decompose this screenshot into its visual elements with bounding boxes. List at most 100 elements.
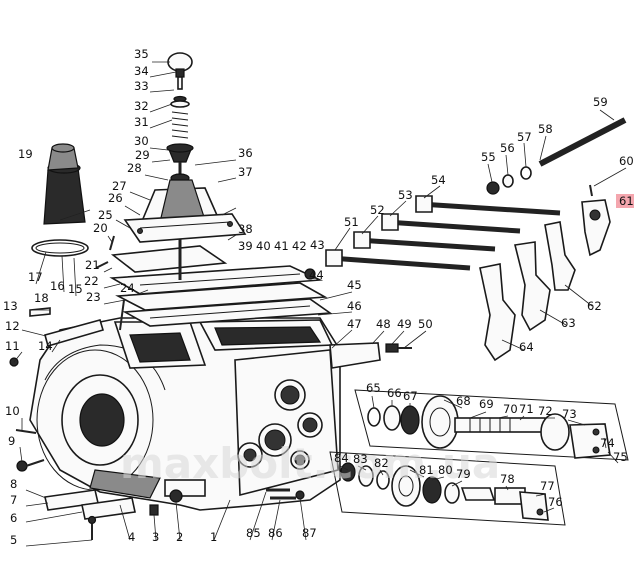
part-label-50: 50 <box>418 317 433 331</box>
highlight-box <box>616 194 634 208</box>
part-label-77: 77 <box>540 479 555 493</box>
part-label-87: 87 <box>302 526 317 540</box>
part-label-81: 81 <box>419 463 434 477</box>
part-label-60: 60 <box>619 154 634 168</box>
part-label-31: 31 <box>134 115 149 129</box>
part-label-14: 14 <box>38 339 53 353</box>
part-label-39: 39 <box>238 239 253 253</box>
part-label-84: 84 <box>334 451 349 465</box>
part-label-82: 82 <box>374 456 389 470</box>
watermark-text: maxbolt.com.ua <box>120 439 500 488</box>
part-label-3: 3 <box>152 530 159 544</box>
part-label-8: 8 <box>10 477 17 491</box>
top-cover-plates <box>109 245 333 327</box>
part-label-21: 21 <box>85 258 100 272</box>
part-label-45: 45 <box>347 278 362 292</box>
part-label-70: 70 <box>503 402 518 416</box>
part-label-27: 27 <box>112 179 127 193</box>
part-label-28: 28 <box>127 161 142 175</box>
part-label-78: 78 <box>500 472 515 486</box>
part-label-22: 22 <box>84 274 99 288</box>
part-label-73: 73 <box>562 407 577 421</box>
part-label-68: 68 <box>456 394 471 408</box>
part-label-16: 16 <box>50 279 65 293</box>
part-label-26: 26 <box>108 191 123 205</box>
part-label-40: 40 <box>256 239 271 253</box>
part-label-36: 36 <box>238 146 253 160</box>
part-label-57: 57 <box>517 130 532 144</box>
part-label-9: 9 <box>8 434 15 448</box>
part-label-80: 80 <box>438 463 453 477</box>
part-label-42: 42 <box>292 239 307 253</box>
part-label-66: 66 <box>387 386 402 400</box>
part-label-85: 85 <box>246 526 261 540</box>
shift-lever-assembly <box>123 52 247 280</box>
part-label-65: 65 <box>366 381 381 395</box>
part-label-64: 64 <box>519 340 534 354</box>
part-label-11: 11 <box>5 339 20 353</box>
part-label-23: 23 <box>86 290 101 304</box>
part-label-17: 17 <box>28 270 43 284</box>
rubber-boot <box>31 143 89 257</box>
part-label-38: 38 <box>238 222 253 236</box>
part-label-4: 4 <box>128 530 135 544</box>
part-label-12: 12 <box>5 319 20 333</box>
part-label-58: 58 <box>538 122 553 136</box>
left-small-parts <box>9 235 183 540</box>
part-label-15: 15 <box>68 282 83 296</box>
part-label-61: 61 <box>619 194 634 208</box>
part-label-37: 37 <box>238 165 253 179</box>
part-label-18: 18 <box>34 291 49 305</box>
part-label-29: 29 <box>135 148 150 162</box>
part-label-79: 79 <box>456 467 471 481</box>
part-label-34: 34 <box>134 64 149 78</box>
part-label-41: 41 <box>274 239 289 253</box>
part-label-44: 44 <box>309 268 324 282</box>
part-label-32: 32 <box>134 99 149 113</box>
part-label-52: 52 <box>370 203 385 217</box>
part-label-51: 51 <box>344 215 359 229</box>
part-label-13: 13 <box>3 299 18 313</box>
part-label-54: 54 <box>431 173 446 187</box>
leader-lines <box>13 61 627 547</box>
part-label-86: 86 <box>268 526 283 540</box>
part-label-69: 69 <box>479 397 494 411</box>
part-label-67: 67 <box>403 389 418 403</box>
part-label-20: 20 <box>93 221 108 235</box>
part-label-1: 1 <box>210 530 217 544</box>
part-number-labels: 1234567891011121314151617181920212223242… <box>3 47 634 547</box>
part-label-63: 63 <box>561 316 576 330</box>
part-label-6: 6 <box>10 511 17 525</box>
gearbox-housing <box>29 317 341 511</box>
countershaft-group <box>329 451 566 526</box>
part-label-47: 47 <box>347 317 362 331</box>
part-label-25: 25 <box>98 208 113 222</box>
part-label-62: 62 <box>587 299 602 313</box>
part-label-75: 75 <box>613 450 628 464</box>
part-label-33: 33 <box>134 79 149 93</box>
side-plugs <box>266 268 412 500</box>
part-label-43: 43 <box>310 238 325 252</box>
part-label-35: 35 <box>134 47 149 61</box>
part-label-55: 55 <box>481 150 496 164</box>
part-label-5: 5 <box>10 533 17 547</box>
part-label-76: 76 <box>548 495 563 509</box>
part-label-2: 2 <box>176 530 183 544</box>
part-label-10: 10 <box>5 404 20 418</box>
part-label-48: 48 <box>376 317 391 331</box>
shift-rails <box>325 117 627 271</box>
part-label-7: 7 <box>10 493 17 507</box>
part-label-53: 53 <box>398 188 413 202</box>
part-label-83: 83 <box>353 452 368 466</box>
part-label-24: 24 <box>120 281 135 295</box>
part-label-74: 74 <box>600 436 615 450</box>
part-label-56: 56 <box>500 141 515 155</box>
part-label-19: 19 <box>18 147 33 161</box>
part-label-46: 46 <box>347 299 362 313</box>
part-label-59: 59 <box>593 95 608 109</box>
part-label-71: 71 <box>519 402 534 416</box>
part-label-72: 72 <box>538 404 553 418</box>
part-label-30: 30 <box>134 134 149 148</box>
shift-forks <box>479 184 611 362</box>
